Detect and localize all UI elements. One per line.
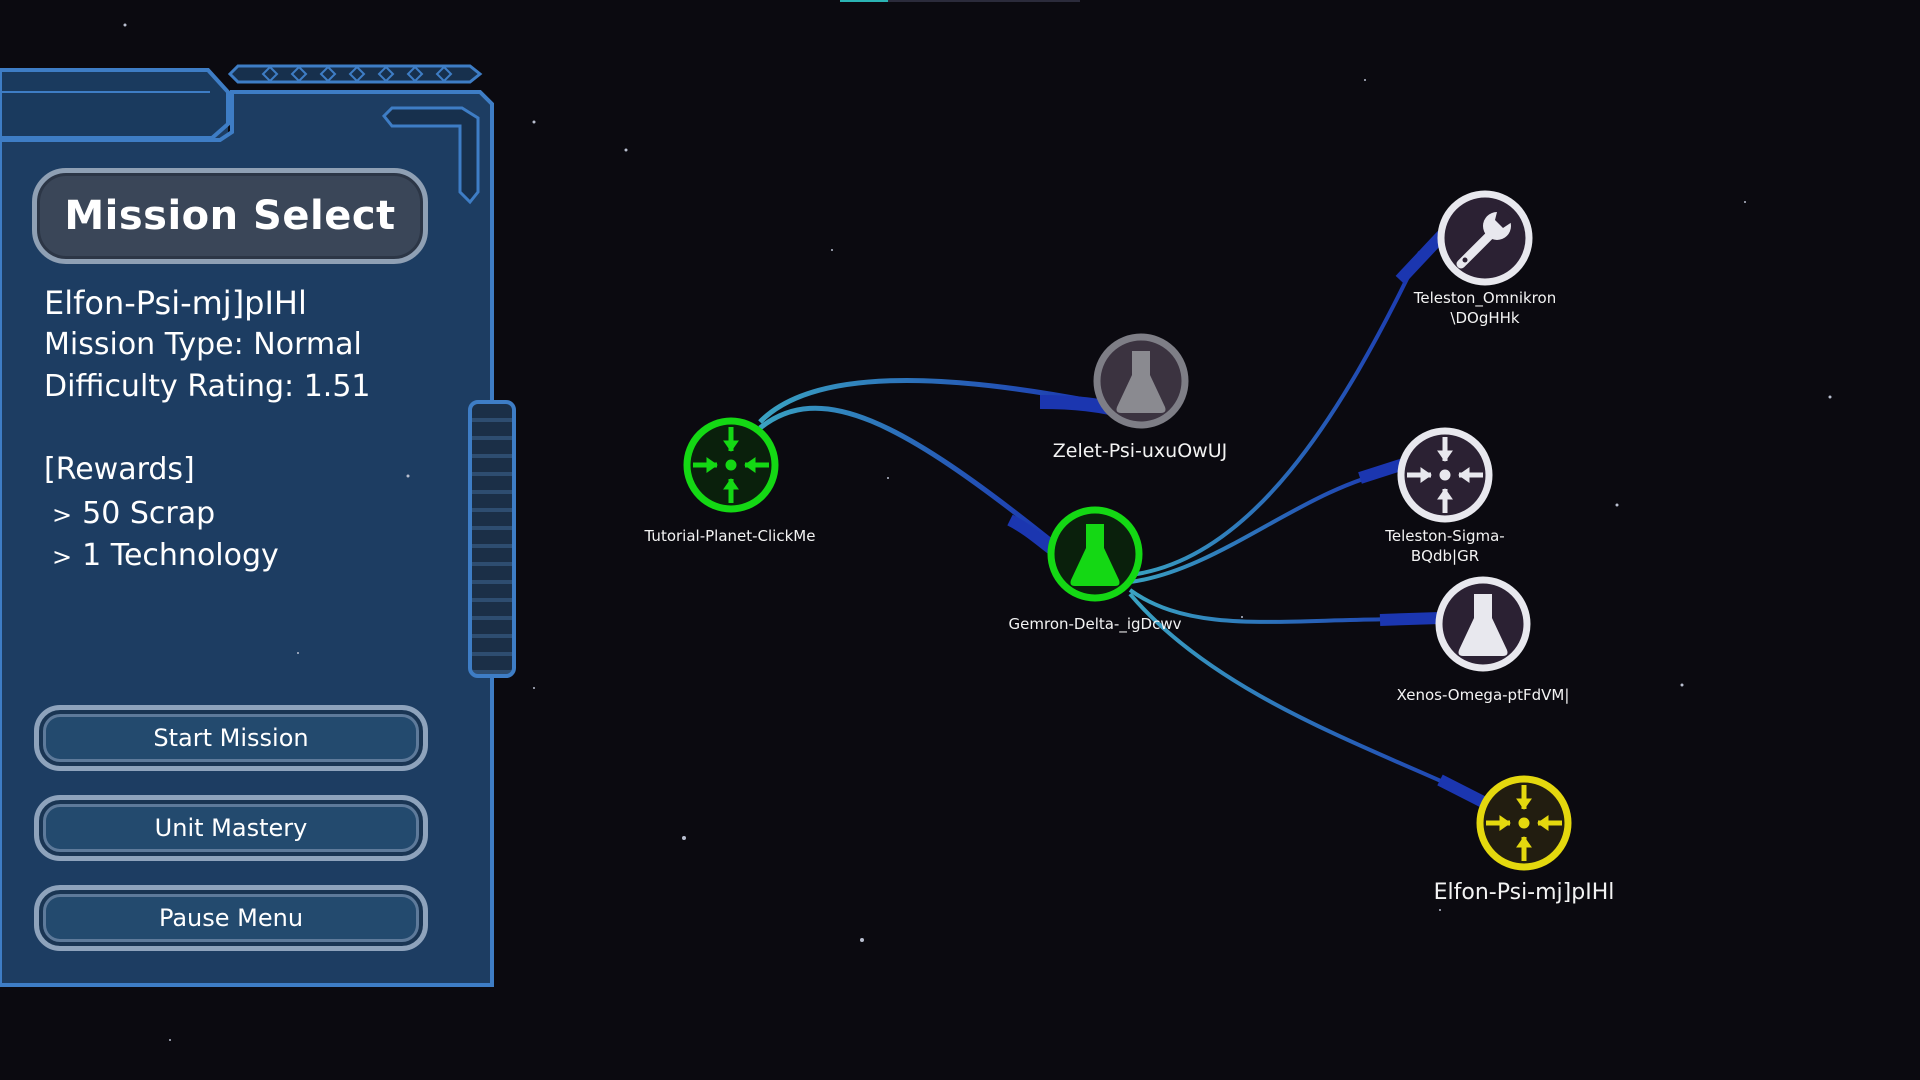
rewards-header: [Rewards] [44,452,195,487]
node-label-tutorial: Tutorial-Planet-ClickMe [644,527,816,545]
wrench-icon [1456,204,1515,269]
node-tutorial-planet[interactable] [683,417,779,513]
start-mission-button[interactable]: Start Mission [34,705,428,771]
node-teleston-sigma[interactable] [1397,427,1493,523]
node-label-line: Teleston-Sigma- [1385,527,1505,545]
node-label-line: BQdb|GR [1410,547,1480,565]
node-elfon-psi[interactable] [1476,775,1572,871]
reward-item: >50 Scrap [52,496,215,531]
node-label-sigma: Teleston-Sigma- BQdb|GR [1345,526,1545,566]
unit-mastery-button[interactable]: Unit Mastery [34,795,428,861]
pause-menu-button[interactable]: Pause Menu [34,885,428,951]
node-label-omnikron: Teleston_Omnikron \DOgHHk [1385,288,1585,328]
node-label-line: Teleston_Omnikron [1413,289,1557,307]
mission-panel: Mission Select Elfon-Psi-mj]pIHl Mission… [0,0,516,1000]
reward-text: 50 Scrap [82,496,216,531]
node-label-xenos: Xenos-Omega-ptFdVM| [1396,686,1570,704]
node-xenos-omega[interactable] [1435,576,1531,672]
node-zelet[interactable] [1093,333,1189,429]
reward-text: 1 Technology [82,538,279,573]
node-label-line: \DOgHHk [1450,309,1520,327]
node-gemron[interactable] [1047,506,1143,602]
panel-title: Mission Select [64,193,396,239]
difficulty-rating: Difficulty Rating: 1.51 [44,369,371,404]
mission-type: Mission Type: Normal [44,327,362,362]
panel-scrollbar[interactable] [468,400,516,678]
chevron-right-icon: > [52,543,73,571]
chevron-right-icon: > [52,501,73,529]
reward-item: >1 Technology [52,538,279,573]
stars [123,23,1832,1041]
node-label-zelet: Zelet-Psi-uxuOwUJ [1052,440,1228,462]
node-label-elfon: Elfon-Psi-mj]pIHl [1433,880,1615,905]
panel-title-box: Mission Select [32,168,428,264]
node-teleston-omnikron[interactable] [1437,190,1533,286]
top-indicator [840,0,1080,2]
mission-info: Elfon-Psi-mj]pIHl Mission Type: Normal D… [44,282,371,408]
mission-name: Elfon-Psi-mj]pIHl [44,284,307,322]
node-label-gemron: Gemron-Delta-_igDcwv [1008,615,1182,633]
